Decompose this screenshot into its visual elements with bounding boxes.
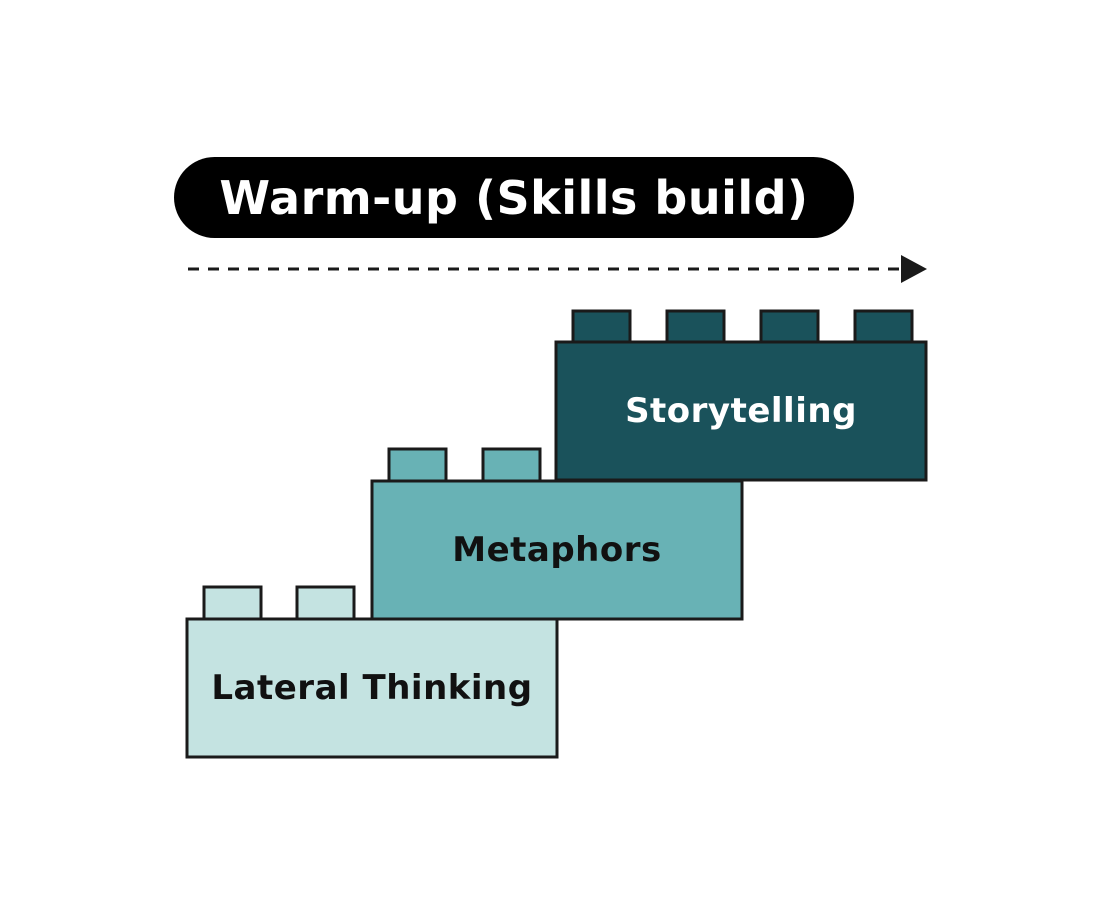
brick-lateral-thinking-label: Lateral Thinking [211, 668, 533, 708]
brick-storytelling [554, 309, 928, 482]
title-text: Warm-up (Skills build) [219, 170, 809, 225]
brick-storytelling-stud [759, 309, 820, 344]
brick-lateral-thinking-body [185, 617, 559, 759]
brick-metaphors-stud [481, 447, 542, 483]
brick-lateral-thinking-stud [295, 585, 356, 621]
title-pill: Warm-up (Skills build) [174, 157, 854, 238]
brick-storytelling-stud [571, 309, 632, 344]
progress-arrow-head [901, 255, 927, 283]
brick-storytelling-label: Storytelling [625, 391, 857, 431]
progress-arrow [188, 255, 927, 283]
brick-metaphors [370, 447, 744, 621]
brick-lateral-thinking [185, 585, 559, 759]
brick-storytelling-stud [853, 309, 914, 344]
brick-metaphors-stud [387, 447, 448, 483]
brick-lateral-thinking-stud [202, 585, 263, 621]
brick-metaphors-body [370, 479, 744, 621]
brick-storytelling-body [554, 340, 928, 482]
brick-storytelling-stud [665, 309, 726, 344]
brick-metaphors-label: Metaphors [452, 530, 662, 570]
